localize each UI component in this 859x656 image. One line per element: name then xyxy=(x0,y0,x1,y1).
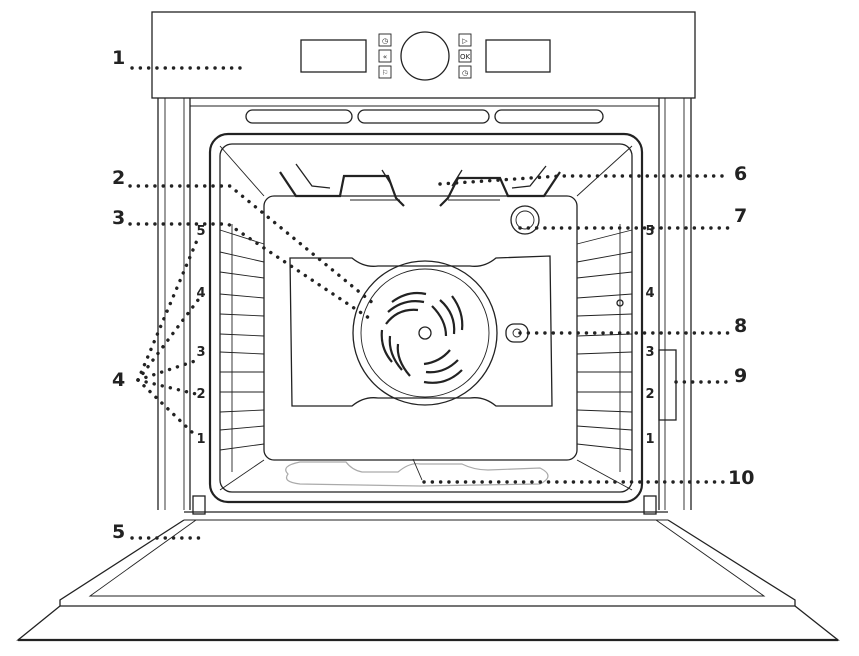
fan-cover-plate xyxy=(289,255,553,407)
right-display xyxy=(485,39,551,73)
leader-lines xyxy=(128,66,730,540)
callout-9: 9 xyxy=(734,365,747,387)
timer-icon: ◷ xyxy=(382,37,389,45)
leader-4a xyxy=(136,236,200,382)
vent-slot xyxy=(494,109,604,124)
clock-icon: ◷ xyxy=(462,69,469,77)
callout-8: 8 xyxy=(734,315,747,337)
shelf-levels-left: 5 4 3 2 1 xyxy=(196,224,205,447)
oven-door xyxy=(16,495,840,642)
leader-2 xyxy=(128,184,376,306)
flag-icon: ⚐ xyxy=(382,69,388,77)
shelf-level-3-left: 3 xyxy=(196,345,205,360)
shelf-level-3-right: 3 xyxy=(645,345,654,360)
vent-slot xyxy=(245,109,353,124)
leader-4e xyxy=(136,378,198,438)
callout-2: 2 xyxy=(112,167,125,189)
leader-4c xyxy=(136,358,200,382)
callout-7: 7 xyxy=(734,205,747,227)
shelf-level-4-right: 4 xyxy=(645,286,654,301)
lower-heating-element xyxy=(285,461,549,487)
leader-4b xyxy=(136,298,200,382)
vent-slot xyxy=(357,109,490,124)
callout-4: 4 xyxy=(112,369,125,391)
shelf-level-1-left: 1 xyxy=(196,432,205,447)
callout-labels: 1 2 3 4 5 6 7 8 9 10 xyxy=(112,47,754,543)
back-wall xyxy=(263,195,578,461)
callout-3: 3 xyxy=(112,207,125,229)
back-icon: « xyxy=(383,53,387,61)
start-icon: ▷ xyxy=(462,37,468,45)
top-heating-element xyxy=(279,163,561,207)
shelf-level-1-right: 1 xyxy=(645,432,654,447)
door-hinge-right xyxy=(643,495,657,515)
selector-knob xyxy=(400,31,450,81)
callout-1: 1 xyxy=(112,47,125,69)
shelf-level-5-right: 5 xyxy=(645,224,654,239)
leader-3 xyxy=(128,222,374,322)
leader-6 xyxy=(438,174,730,186)
probe-socket xyxy=(505,323,529,343)
shelf-level-2-left: 2 xyxy=(196,387,205,402)
left-display xyxy=(300,39,367,73)
door-hinge-left xyxy=(192,495,206,515)
oven-light xyxy=(510,205,540,235)
door-switch xyxy=(658,349,677,421)
oven-cavity xyxy=(208,132,644,504)
left-shelf-supports xyxy=(219,224,265,472)
shelf-level-5-left: 5 xyxy=(196,224,205,239)
shelf-levels-right: 5 4 3 2 1 xyxy=(645,224,654,447)
right-shelf-supports xyxy=(576,224,633,472)
shelf-level-4-left: 4 xyxy=(196,286,205,301)
leader-4d xyxy=(136,378,198,396)
ok-label: OK xyxy=(460,53,471,61)
callout-6: 6 xyxy=(734,163,747,185)
convection-fan xyxy=(352,260,498,406)
right-touch-buttons: ▷ OK ◷ xyxy=(458,33,472,79)
callout-5: 5 xyxy=(112,521,125,543)
control-panel: ◷ « ⚐ ▷ OK ◷ xyxy=(151,11,696,99)
callout-10: 10 xyxy=(728,467,754,489)
oven-body xyxy=(157,98,692,510)
left-touch-buttons: ◷ « ⚐ xyxy=(378,33,392,79)
shelf-level-2-right: 2 xyxy=(645,387,654,402)
